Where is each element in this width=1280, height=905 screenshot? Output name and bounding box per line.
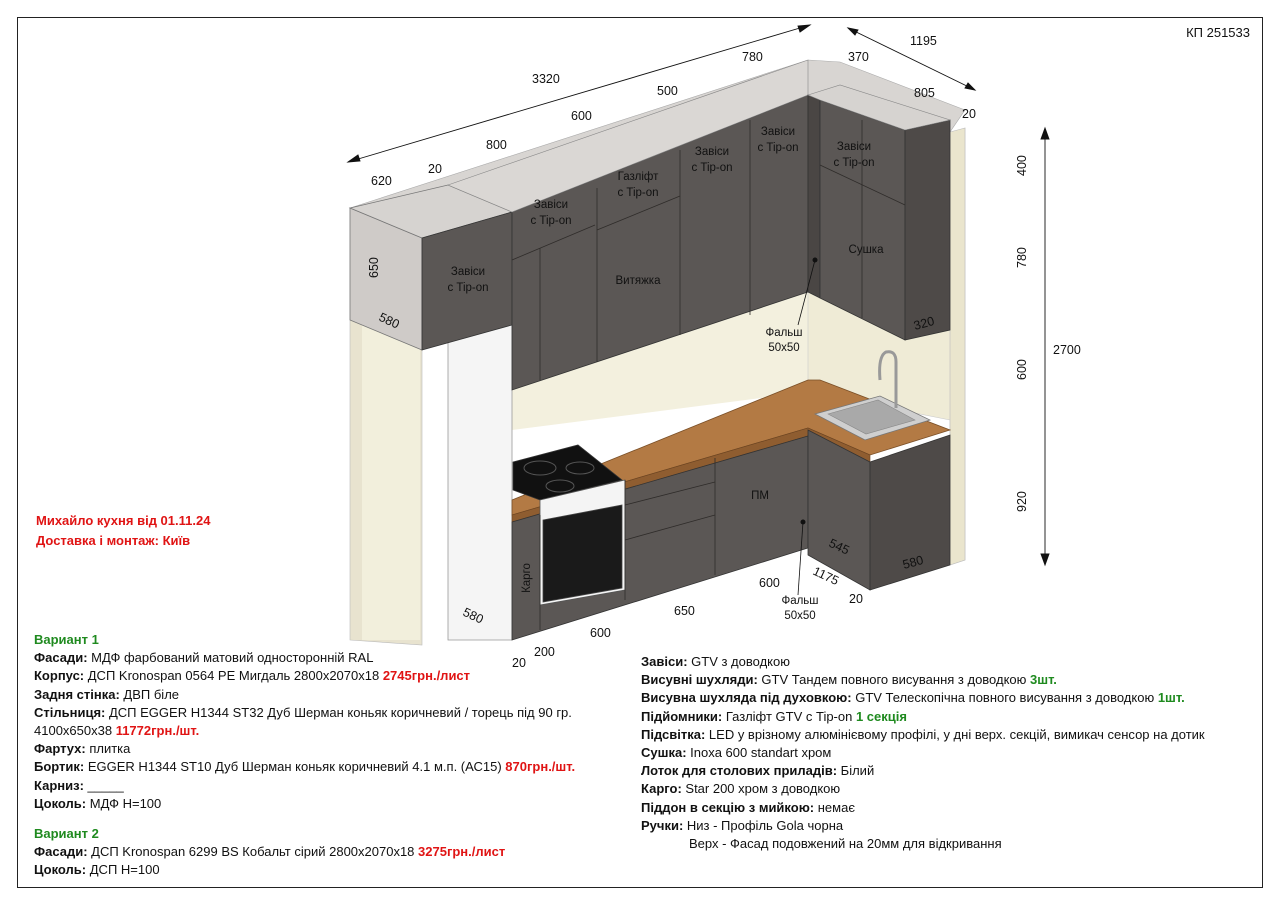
materials-spec: Вариант 1 Фасади: МДФ фарбований матовий…	[34, 631, 575, 880]
hob-ring	[523, 460, 557, 476]
variant1-row: Фасади: МДФ фарбований матовий односторо…	[34, 650, 374, 666]
dim-805: 805	[914, 86, 935, 100]
variant1-header: Вариант 1	[34, 632, 99, 647]
label-filler-lower: Фальш	[781, 595, 818, 607]
variant2-header: Вариант 2	[34, 826, 99, 842]
label-hinges-2: Завіси	[534, 199, 568, 211]
dim-320: 320	[912, 314, 936, 333]
variant1-row: Цоколь: МДФ Н=100	[34, 795, 162, 811]
variant1-row: 4100х650х38 11772грн./шт.	[34, 723, 200, 739]
filler-upper-leader	[797, 259, 816, 326]
upper-right-front	[819, 99, 906, 341]
dimension-lines	[346, 24, 1050, 567]
upper-right-top	[807, 84, 952, 131]
label-hood: Витяжка	[616, 275, 662, 287]
dim-800: 800	[486, 138, 507, 152]
upper-door-lines	[511, 120, 751, 380]
dim-20-bottom-right: 20	[849, 592, 863, 606]
dim-620: 620	[371, 174, 392, 188]
dim-20-bottom-left: 20	[512, 656, 526, 670]
dim-2700: 2700	[1053, 343, 1081, 357]
dim-500: 500	[657, 84, 678, 98]
hob-ring	[565, 461, 595, 475]
dim-1195: 1195	[910, 34, 937, 48]
label-hinges-5-tipon: с Tip-on	[833, 157, 874, 169]
right-wall-end	[949, 127, 966, 566]
dim-400: 400	[1015, 155, 1029, 176]
label-hinges-left: Завіси	[451, 266, 485, 278]
hardware-row: Висувні шухляди: GTV Тандем повного вису…	[641, 672, 1057, 688]
dim-920: 920	[1015, 491, 1029, 512]
label-hinges-5: Завіси	[837, 141, 871, 153]
label-hinges-4-tipon: с Tip-on	[757, 142, 798, 154]
drawing-frame	[17, 17, 1263, 888]
upper-corner-front	[807, 94, 821, 299]
dim-650: 650	[367, 257, 381, 278]
hob-ring	[545, 479, 575, 493]
variant1-row: Корпус: ДСП Kronospan 0564 PE Мигдаль 28…	[34, 668, 471, 684]
base-right-end	[869, 434, 951, 591]
base-door-lines	[539, 458, 716, 630]
dim-580-right: 580	[901, 553, 925, 572]
label-hinges-2-tipon: с Tip-on	[530, 215, 571, 227]
hardware-row: Піддон в секцію з мийкою: немає	[641, 799, 855, 815]
hardware-row: Карго: Star 200 хром з доводкою	[641, 781, 841, 797]
dim-600-vertical: 600	[1015, 359, 1029, 380]
title-line-delivery: Доставка і монтаж: Київ	[36, 533, 191, 548]
dim-650-bottom: 650	[674, 604, 695, 618]
title-line-client: Михайло кухня від 01.11.24	[36, 513, 211, 528]
title-block: Михайло кухня від 01.11.24 Доставка і мо…	[36, 511, 210, 551]
hardware-row: Лоток для столових приладів: Білий	[641, 763, 875, 779]
hardware-row: Ручки: Низ - Профіль Gola чорна	[641, 817, 844, 833]
label-dishwasher: ПМ	[751, 490, 769, 502]
dim-780-vertical: 780	[1015, 247, 1029, 268]
hardware-row: Завіси: GTV з доводкою	[641, 654, 790, 669]
dim-3320: 3320	[532, 72, 560, 86]
label-gaslift: Газліфт	[618, 171, 659, 183]
label-gaslift-tipon: с Tip-on	[617, 187, 658, 199]
hardware-row: Висувна шухляда під духовкою: GTV Телеск…	[641, 690, 1185, 706]
label-filler-upper: Фальш	[765, 327, 802, 339]
label-hinges-3-tipon: с Tip-on	[691, 162, 732, 174]
hardware-row: Сушка: Inoxa 600 standart хром	[641, 745, 832, 761]
dim-200: 200	[534, 645, 555, 659]
variant2-row: Фасади: ДСП Kronospan 6299 BS Кобальт сі…	[34, 844, 506, 860]
project-code: КП 251533	[1186, 25, 1250, 40]
variant1-row: Фартух: плитка	[34, 741, 131, 757]
left-wall-face	[362, 320, 420, 640]
tall-column	[447, 317, 513, 641]
variant1-row: Стільниця: ДСП EGGER H1344 ST32 Дуб Шерм…	[34, 704, 572, 720]
oven-door	[542, 504, 623, 603]
dim-600-top: 600	[571, 109, 592, 123]
variant1-row: Бортик: EGGER H1344 ST10 Дуб Шерман конь…	[34, 759, 576, 775]
sink-bowl	[827, 399, 916, 435]
hardware-spec: Завіси: GTV з доводкою Висувні шухляди: …	[641, 653, 1205, 853]
faucet	[878, 350, 898, 408]
dim-370: 370	[848, 50, 869, 64]
label-filler-lower-size: 50х50	[784, 610, 815, 622]
dim-20-left: 20	[428, 162, 442, 176]
dim-780: 780	[742, 50, 763, 64]
label-hinges-3: Завіси	[695, 146, 729, 158]
upper-right-horizontal	[819, 164, 906, 206]
hardware-row: Підсвітка: LED у врізному алюмінієвому п…	[641, 726, 1205, 742]
filler-lower-leader	[797, 521, 804, 596]
upper-right-end	[904, 119, 951, 341]
variant1-row: Задня стінка: ДВП біле	[34, 686, 180, 702]
hardware-row-handles-top: Верх - Фасад подовжений на 20мм для відк…	[689, 836, 1002, 852]
label-filler-upper-size: 50х50	[768, 342, 799, 354]
hardware-row: Підйомники: Газліфт GTV с Tip-on 1 секці…	[641, 708, 907, 724]
label-dryer: Сушка	[849, 244, 885, 256]
dim-20-top: 20	[962, 107, 976, 121]
variant1-row: Карниз: _____	[34, 777, 124, 793]
dim-600-bottom: 600	[759, 576, 780, 590]
dim-600-bottom2: 600	[590, 626, 611, 640]
label-hinges-left-tipon: с Tip-on	[447, 282, 488, 294]
label-cargo: Карго	[521, 563, 533, 593]
variant2-row: Цоколь: ДСП Н=100	[34, 862, 160, 878]
label-hinges-4: Завіси	[761, 126, 795, 138]
